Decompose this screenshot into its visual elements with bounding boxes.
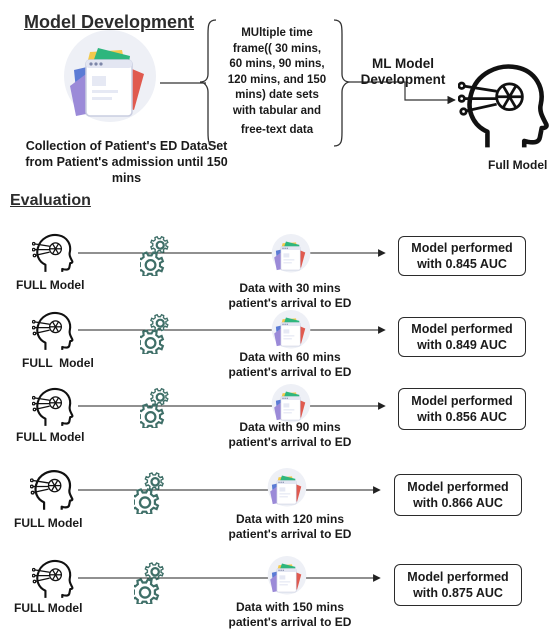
left-bracket	[199, 19, 217, 147]
data-label-line: Data with 150 mins	[235, 600, 345, 614]
row-data-label: Data with 90 mins patient's arrival to E…	[205, 420, 375, 450]
data-label-line: patient's arrival to ED	[228, 527, 352, 541]
dataset-caption-line: Collection of Patient's ED DataSet	[25, 139, 228, 153]
result-line: Model performed	[407, 570, 509, 584]
gear-icon	[140, 310, 184, 354]
ai-head-icon	[32, 558, 74, 600]
data-label-line: Data with 30 mins	[239, 281, 341, 295]
data-label-line: Data with 90 mins	[239, 420, 341, 434]
row-data-label: Data with 120 mins patient's arrival to …	[205, 512, 375, 542]
row-model-label: FULL Model	[14, 516, 83, 530]
result-line: with 0.845 AUC	[417, 257, 507, 271]
result-line: with 0.866 AUC	[413, 496, 503, 510]
bracket-line: with tabular and	[232, 104, 322, 117]
row-data-label: Data with 30 mins patient's arrival to E…	[205, 281, 375, 311]
dataset-folder-icon	[266, 556, 308, 598]
ai-head-icon	[32, 232, 74, 274]
bracket-line: mins) date sets	[235, 89, 319, 101]
result-box: Model performed with 0.849 AUC	[398, 317, 526, 357]
result-line: with 0.856 AUC	[417, 410, 507, 424]
bracket-line: free-text data	[240, 124, 314, 136]
ml-label-line: Development	[360, 72, 446, 87]
result-box: Model performed with 0.856 AUC	[398, 388, 526, 430]
data-label-line: patient's arrival to ED	[228, 365, 352, 379]
ai-head-icon	[32, 386, 74, 428]
gear-icon	[140, 232, 184, 276]
dataset-caption-line: mins	[111, 171, 142, 185]
data-label-line: patient's arrival to ED	[228, 615, 352, 629]
model-development-heading: Model Development	[24, 12, 195, 32]
ml-label-line: ML Model	[372, 56, 434, 71]
bracket-line: 120 mins, and 150	[227, 73, 327, 86]
dataset-folder-icon	[270, 234, 312, 276]
bracket-line: 60 mins, 90 mins,	[229, 58, 325, 70]
ml-model-label: ML Model Development	[348, 56, 458, 88]
row-model-label: FULL Model	[22, 356, 94, 370]
dataset-folder-icon	[266, 468, 308, 510]
gear-icon	[134, 558, 180, 604]
bracket-description: MUltiple time frame(( 30 mins, 60 mins, …	[218, 26, 336, 139]
ai-head-icon	[458, 60, 550, 152]
data-label-line: patient's arrival to ED	[228, 296, 352, 310]
dataset-caption: Collection of Patient's ED DataSet from …	[4, 138, 249, 186]
data-label-line: Data with 120 mins	[235, 512, 345, 526]
gear-icon	[134, 468, 180, 514]
bracket-line: MUltiple time	[241, 27, 313, 39]
row-model-label: FULL Model	[14, 601, 83, 615]
data-label-line: patient's arrival to ED	[228, 435, 352, 449]
evaluation-heading: Evaluation	[10, 192, 91, 209]
bracket-line: frame(( 30 mins,	[232, 42, 322, 55]
gear-icon	[140, 384, 184, 428]
result-box: Model performed with 0.845 AUC	[398, 236, 526, 276]
full-model-label: Full Model	[488, 158, 548, 172]
row-model-label: FULL Model	[16, 278, 85, 292]
result-box: Model performed with 0.866 AUC	[394, 474, 522, 516]
ai-head-icon	[32, 310, 74, 352]
row-data-label: Data with 150 mins patient's arrival to …	[205, 600, 375, 630]
row-data-label: Data with 60 mins patient's arrival to E…	[205, 350, 375, 380]
row-model-label: FULL Model	[16, 430, 85, 444]
result-box: Model performed with 0.875 AUC	[394, 564, 522, 606]
ai-head-icon	[30, 468, 74, 512]
dataset-folder-icon	[270, 310, 312, 352]
result-line: Model performed	[411, 394, 513, 408]
result-line: with 0.849 AUC	[417, 338, 507, 352]
data-label-line: Data with 60 mins	[239, 350, 341, 364]
result-line: Model performed	[411, 322, 513, 336]
dataset-caption-line: from Patient's admission until 150	[25, 155, 228, 169]
result-line: with 0.875 AUC	[413, 586, 503, 600]
result-line: Model performed	[411, 241, 513, 255]
result-line: Model performed	[407, 480, 509, 494]
